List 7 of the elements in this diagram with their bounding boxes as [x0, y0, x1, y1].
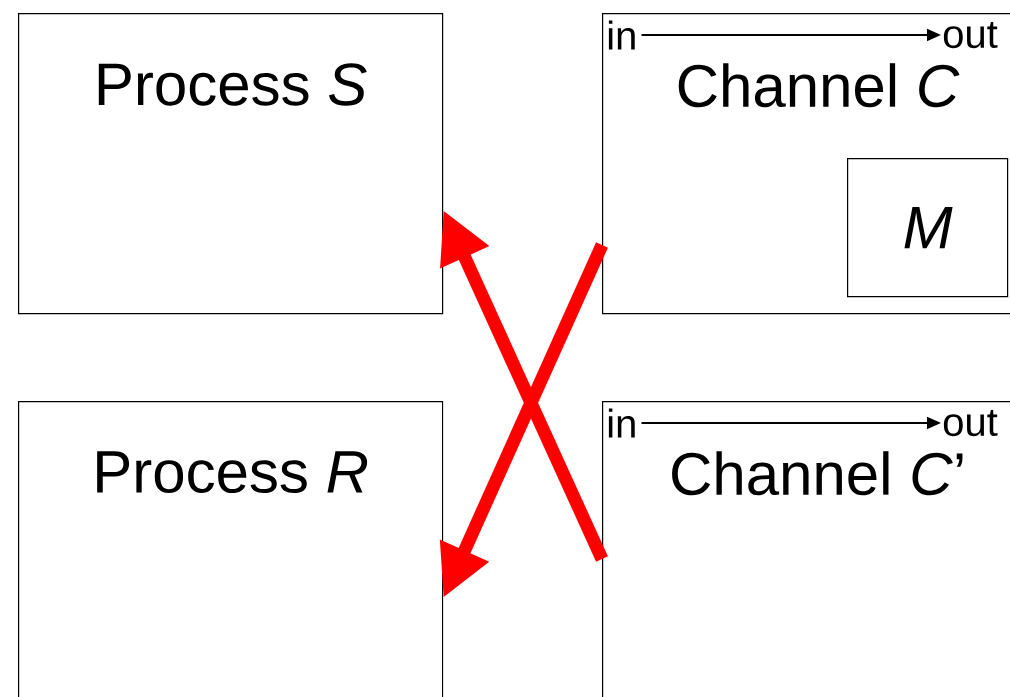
- port-label: out: [943, 21, 998, 49]
- port-label: out: [943, 409, 998, 437]
- inner-box: M: [847, 158, 1009, 298]
- port-label: in: [608, 408, 635, 438]
- port-label: in: [608, 20, 635, 50]
- process-box: Process S: [18, 13, 444, 315]
- process-box: Process R: [18, 401, 444, 697]
